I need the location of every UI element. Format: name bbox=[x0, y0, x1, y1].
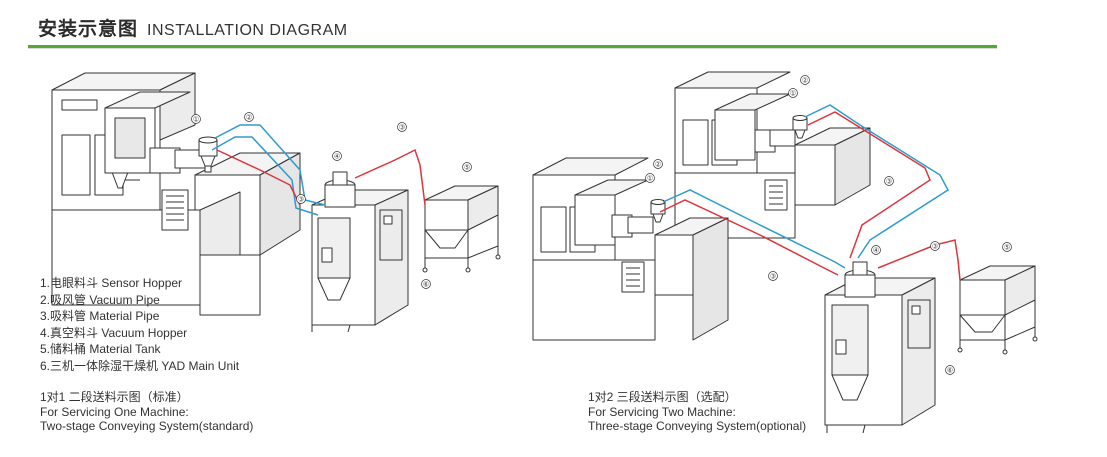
callout-1-right-a bbox=[788, 88, 798, 98]
callouts bbox=[191, 75, 1012, 375]
callout-4-right bbox=[871, 245, 881, 255]
callout-text: ③ bbox=[886, 178, 892, 186]
callout-6-left bbox=[421, 279, 431, 289]
callout-text: ⑤ bbox=[464, 164, 470, 172]
caption-right-en2: Three-stage Conveying System(optional) bbox=[588, 419, 807, 434]
callout-text: ③ bbox=[932, 243, 938, 251]
pipes-left bbox=[211, 124, 426, 216]
callout-3-right-c bbox=[930, 241, 940, 251]
callout-text: ⑥ bbox=[947, 367, 953, 375]
legend-item-vacuum-hopper: 4.真空料斗 Vacuum Hopper bbox=[40, 325, 188, 340]
legend-item-material-tank: 5.储料桶 Material Tank bbox=[40, 342, 161, 357]
callout-3-right-b bbox=[768, 271, 778, 281]
caption-left-cn: 1对1 二段送料示图（标准） bbox=[40, 390, 189, 404]
callout-labels: ① ② ③ ③ ④ ⑤ ⑥ ① ② ③ ② ① ③ ③ ④ ⑤ ⑥ bbox=[193, 77, 1010, 375]
right-scene bbox=[532, 71, 1038, 434]
callout-2-left bbox=[244, 112, 254, 122]
callout-text: ③ bbox=[770, 273, 776, 281]
callout-2-right-b bbox=[653, 159, 663, 169]
callout-text: ② bbox=[655, 161, 661, 169]
legend-item-vacuum-pipe: 2.吸风管 Vacuum Pipe bbox=[40, 292, 160, 307]
header-divider bbox=[28, 48, 997, 49]
title-english: INSTALLATION DIAGRAM bbox=[147, 22, 348, 39]
callout-text: ③ bbox=[298, 196, 304, 204]
caption-left-en2: Two-stage Conveying System(standard) bbox=[40, 419, 254, 434]
callout-3-left-a bbox=[397, 122, 407, 132]
caption-left: 1对1 二段送料示图（标准） For Servicing One Machine… bbox=[40, 390, 253, 434]
legend-item-main-unit: 6.三机一体除湿干燥机 YAD Main Unit bbox=[40, 358, 240, 373]
callout-4-left bbox=[332, 151, 342, 161]
caption-right-en1: For Servicing Two Machine: bbox=[588, 404, 736, 419]
callout-text: ② bbox=[246, 114, 252, 122]
callout-text: ④ bbox=[334, 153, 340, 161]
caption-right-cn: 1对2 三段送料示图（选配） bbox=[588, 390, 737, 404]
component-legend: 1.电眼料斗 Sensor Hopper 2.吸风管 Vacuum Pipe 3… bbox=[40, 275, 239, 375]
legend-item-material-pipe: 3.吸料管 Material Pipe bbox=[40, 309, 160, 324]
callout-text: ③ bbox=[399, 124, 405, 132]
caption-left-en1: For Servicing One Machine: bbox=[40, 404, 189, 419]
callout-text: ① bbox=[193, 116, 199, 124]
caption-right: 1对2 三段送料示图（选配） For Servicing Two Machine… bbox=[588, 390, 806, 434]
callout-1-right-b bbox=[645, 173, 655, 183]
callout-text: ② bbox=[802, 77, 808, 85]
callout-text: ① bbox=[790, 90, 796, 98]
header-accent-rule bbox=[28, 45, 997, 48]
callout-3-left-b bbox=[296, 194, 306, 204]
section-header: 安装示意图 INSTALLATION DIAGRAM bbox=[38, 14, 348, 44]
injection-machine-front bbox=[532, 157, 729, 341]
callout-3-right-a bbox=[884, 176, 894, 186]
callout-6-right bbox=[945, 365, 955, 375]
callout-5-left bbox=[462, 162, 472, 172]
legend-item-sensor-hopper: 1.电眼料斗 Sensor Hopper bbox=[40, 276, 183, 290]
callout-text: ⑥ bbox=[423, 281, 429, 289]
callout-1-left bbox=[191, 114, 201, 124]
callout-5-right bbox=[1002, 242, 1012, 252]
dryer-unit-right bbox=[824, 261, 936, 434]
title-chinese: 安装示意图 bbox=[38, 18, 139, 40]
dryer-unit-left bbox=[311, 171, 409, 333]
pipes-right bbox=[659, 104, 961, 281]
callout-text: ⑤ bbox=[1004, 244, 1010, 252]
callout-2-right-a bbox=[800, 75, 810, 85]
callout-text: ④ bbox=[873, 247, 879, 255]
injection-machine-back bbox=[674, 71, 871, 239]
material-tank-right bbox=[957, 265, 1038, 355]
callout-text: ① bbox=[647, 175, 653, 183]
material-tank-left bbox=[422, 185, 501, 273]
